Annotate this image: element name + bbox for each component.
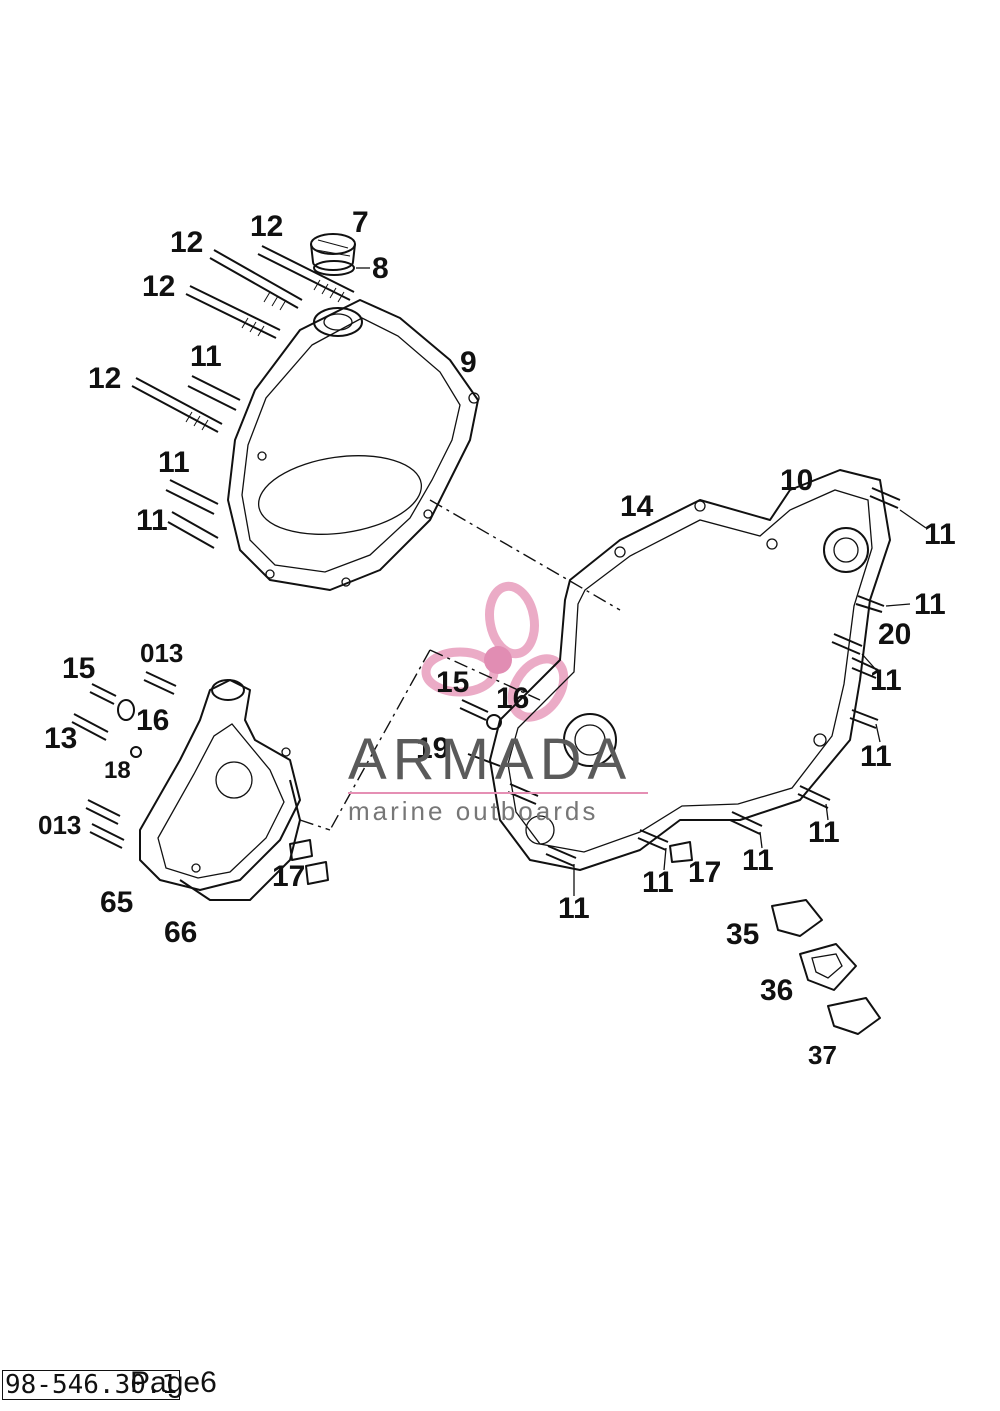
short-bolts-right — [507, 487, 901, 867]
callout-label: 11 — [924, 518, 956, 551]
watermark-title: ARMADA — [348, 727, 633, 792]
long-bolts — [131, 245, 355, 433]
callout-label: 9 — [460, 346, 477, 379]
callout-label: 11 — [860, 740, 892, 773]
callout-label: 65 — [100, 886, 133, 919]
callout-label: 11 — [190, 340, 222, 373]
callout-label: 11 — [158, 446, 190, 479]
callout-label: 10 — [780, 464, 813, 497]
clutch-cover — [227, 299, 480, 591]
callout-label: 013 — [140, 638, 183, 668]
callout-labels: 7 8 12 12 12 12 11 9 11 11 14 10 11 11 2… — [38, 206, 956, 1070]
callout-label: 37 — [808, 1040, 837, 1070]
callout-label: 17 — [272, 860, 305, 893]
rubber-seals — [771, 899, 881, 1035]
callout-label: 11 — [642, 866, 674, 899]
callout-label: 16 — [136, 704, 169, 737]
callout-label: 11 — [558, 892, 590, 925]
callout-label: 11 — [808, 816, 840, 849]
callout-label: 35 — [726, 918, 759, 951]
document-code: 98-546.30.1 — [2, 1370, 181, 1400]
callout-label: 11 — [914, 588, 946, 621]
callout-label: 36 — [760, 974, 793, 1007]
water-pump-bolts — [71, 671, 177, 849]
oil-filler-plug — [310, 233, 356, 276]
callout-label: 8 — [372, 252, 389, 285]
callout-label: 20 — [878, 618, 911, 651]
short-bolts-left — [165, 375, 241, 549]
small-parts — [459, 699, 693, 863]
callout-label: 19 — [416, 732, 449, 765]
callout-label: 15 — [436, 666, 469, 699]
callout-label: 7 — [352, 206, 369, 239]
callout-label: 16 — [496, 682, 529, 715]
callout-label: 18 — [104, 757, 131, 784]
water-pump-cover — [139, 679, 301, 901]
assembly-lines — [299, 499, 621, 831]
dowels — [289, 839, 329, 885]
callout-label: 13 — [44, 722, 77, 755]
callout-label: 14 — [620, 490, 654, 523]
callout-label: 15 — [62, 652, 95, 685]
leader-lines — [356, 267, 927, 896]
callout-label: 12 — [250, 210, 283, 243]
callout-label: 12 — [142, 270, 175, 303]
watermark-rule — [348, 792, 648, 794]
callout-label: 12 — [170, 226, 203, 259]
callout-label: 11 — [742, 844, 774, 877]
callout-label: 11 — [136, 504, 168, 537]
page-number: Page6 — [130, 1366, 217, 1399]
callout-label: 12 — [88, 362, 121, 395]
callout-label: 013 — [38, 810, 81, 840]
callout-label: 66 — [164, 916, 197, 949]
callout-label: 17 — [688, 856, 721, 889]
armada-propeller-logo — [421, 581, 569, 722]
crankcase-cover — [489, 469, 891, 871]
watermark-subtitle: marine outboards — [348, 796, 599, 826]
